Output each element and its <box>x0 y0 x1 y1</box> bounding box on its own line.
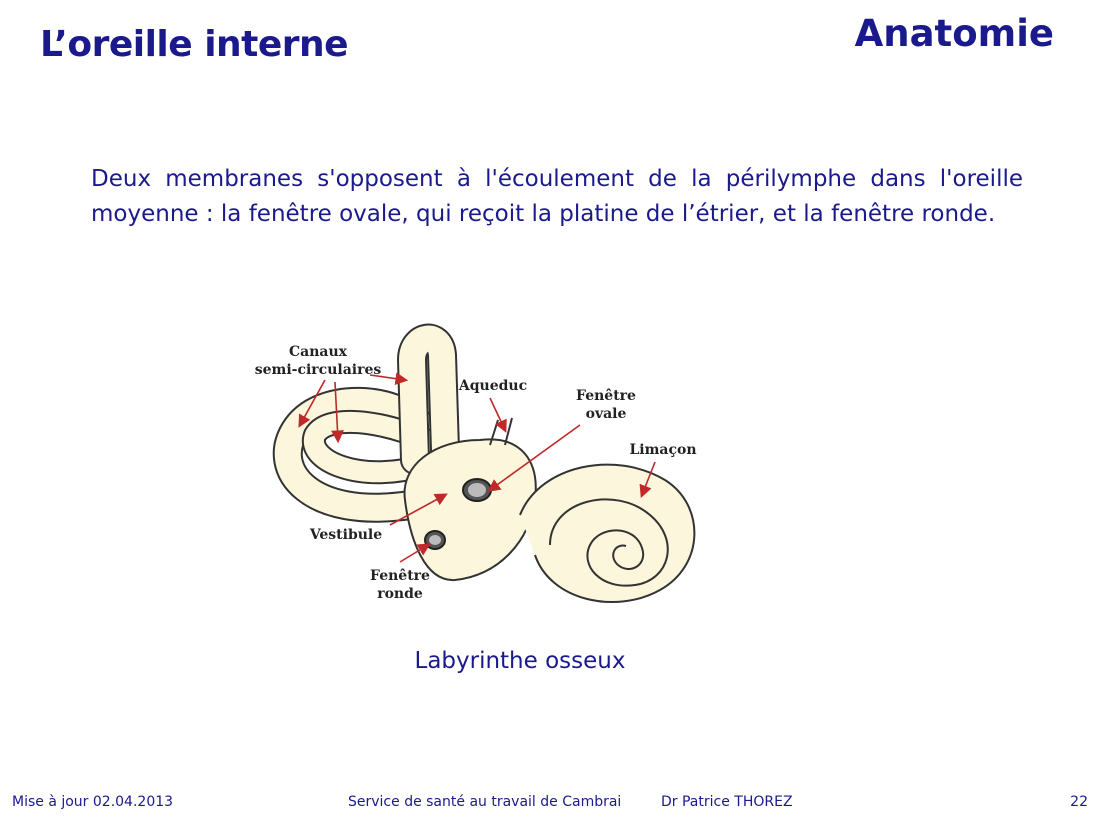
arrow-canaux-3 <box>331 381 344 444</box>
label-fenetre-ronde-line1: Fenêtre <box>370 568 430 584</box>
semicircular-canal-vertical-fill <box>398 325 458 473</box>
section-title: Anatomie <box>854 12 1054 55</box>
labyrinth-illustration: Canaux semi-circulaires Aqueduc Fenêtre … <box>255 310 702 604</box>
footer-page-number: 22 <box>1070 794 1088 810</box>
body-paragraph: Deux membranes s'opposent à l'écoulement… <box>91 166 1023 227</box>
arrow-vestibule <box>389 493 448 526</box>
arrow-fenetre-ronde <box>399 543 431 563</box>
inner-ear-diagram: Canaux semi-circulaires Aqueduc Fenêtre … <box>250 300 710 610</box>
arrow-canaux-1 <box>369 372 409 385</box>
label-fenetre-ovale-line1: Fenêtre <box>576 388 636 404</box>
slide-title: L’oreille interne <box>40 24 349 65</box>
cochlea-outer <box>519 463 696 604</box>
semicircular-canal-outer-fill <box>274 388 438 521</box>
figure-caption: Labyrinthe osseux <box>414 648 626 674</box>
label-canaux-line2: semi-circulaires <box>255 362 382 378</box>
label-vestibule: Vestibule <box>309 527 382 543</box>
round-window-inner <box>429 535 441 545</box>
cochlea-spiral <box>549 498 669 587</box>
oval-window-inner <box>468 483 486 497</box>
label-limacon: Limaçon <box>629 442 696 458</box>
arrow-fenetre-ovale <box>487 424 581 492</box>
semicircular-canal-lower-fill <box>303 412 445 483</box>
label-fenetre-ovale-line2: ovale <box>586 406 627 422</box>
label-fenetre-ronde-line2: ronde <box>377 586 423 602</box>
footer-update-date: Mise à jour 02.04.2013 <box>12 794 174 810</box>
arrow-aqueduc <box>489 397 507 433</box>
label-canaux-line1: Canaux <box>289 344 348 360</box>
scan-artifact <box>482 310 702 374</box>
label-aqueduc: Aqueduc <box>458 378 527 394</box>
footer-author: Dr Patrice THOREZ <box>661 794 793 810</box>
arrow-canaux-2 <box>298 379 326 428</box>
footer-service: Service de santé au travail de Cambrai <box>348 794 622 810</box>
vestibule-shape <box>403 438 537 582</box>
arrow-limacon <box>639 461 656 498</box>
